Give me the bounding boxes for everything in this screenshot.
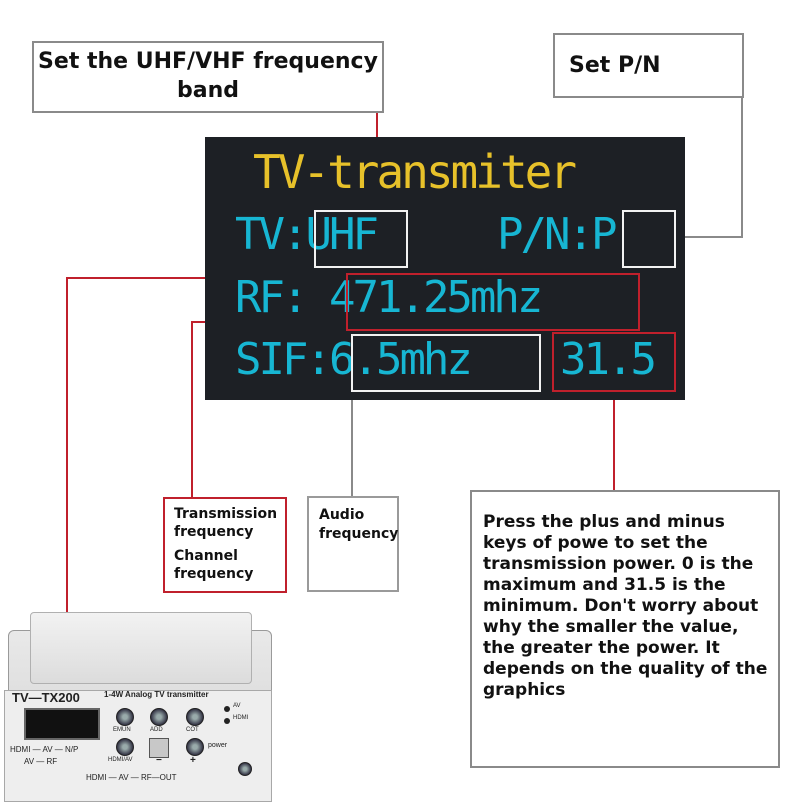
audio-connector-line xyxy=(351,390,353,496)
minus-label: − xyxy=(156,755,162,766)
device-front-line2: AV — RF xyxy=(24,757,57,766)
power-line: maximum and 31.5 is the xyxy=(483,575,768,596)
hdmi-av-button[interactable] xyxy=(116,738,134,756)
lcd-title: TV-transmiter xyxy=(253,145,574,199)
band-callout-line2: band xyxy=(34,76,382,105)
pn-callout-text: Set P/N xyxy=(569,53,661,78)
device-front-line1: HDMI — AV — N/P xyxy=(10,745,78,754)
av-indicator-label: AV xyxy=(233,703,241,709)
audio-line2: frequency xyxy=(319,525,397,544)
lcd-pn-value: P xyxy=(591,209,615,260)
add-button[interactable] xyxy=(150,708,168,726)
hdmi-indicator-led xyxy=(224,718,230,724)
power-line: depends on the quality of the xyxy=(483,659,768,680)
transmission-callout: Transmission frequency Channel frequency xyxy=(163,497,287,593)
device-subtitle: 1-4W Analog TV transmitter xyxy=(104,690,209,699)
sif-value-highlight xyxy=(351,334,541,392)
power-line: why the smaller the value, xyxy=(483,617,768,638)
pn-connector-vertical xyxy=(741,98,743,238)
lcd-pn-label: P/N: xyxy=(497,209,591,260)
pn-value-highlight xyxy=(622,210,676,268)
transmission-line1: Transmission xyxy=(174,505,285,523)
device-model-label: TV—TX200 xyxy=(12,690,80,705)
power-line: minimum. Don't worry about xyxy=(483,596,768,617)
plus-button[interactable] xyxy=(186,738,204,756)
band-callout: Set the UHF/VHF frequency band xyxy=(32,41,384,113)
cot-label: COT xyxy=(186,727,199,733)
pn-callout: Set P/N xyxy=(553,33,744,98)
pn-connector-horizontal xyxy=(676,236,743,238)
channel-line2: frequency xyxy=(174,565,285,583)
rf-out-connector xyxy=(238,762,252,776)
hdmi-av-label: HDMI/AV xyxy=(108,757,133,763)
power-connector-line xyxy=(613,392,615,490)
device-top-cover xyxy=(30,612,252,684)
plus-label: + xyxy=(190,755,196,766)
lcd-rf-label: RF: xyxy=(235,272,305,323)
hdmi-indicator-label: HDMI xyxy=(233,715,248,721)
transmitter-device: TV—TX200 1-4W Analog TV transmitter AV H… xyxy=(0,612,272,800)
emun-button[interactable] xyxy=(116,708,134,726)
transmission-line2: frequency xyxy=(174,523,285,541)
av-indicator-led xyxy=(224,706,230,712)
channel-connector-vertical xyxy=(66,277,68,632)
power-line: Press the plus and minus xyxy=(483,512,768,533)
power-line: keys of powe to set the xyxy=(483,533,768,554)
device-bottom-line: HDMI — AV — RF—OUT xyxy=(86,773,177,782)
emun-label: EMUN xyxy=(113,727,131,733)
channel-connector-horizontal xyxy=(66,277,205,279)
power-line: transmission power. 0 is the xyxy=(483,554,768,575)
power-line: the greater the power. It xyxy=(483,638,768,659)
audio-callout: Audio frequency xyxy=(307,496,399,592)
lcd-pn-row: P/N:P xyxy=(497,209,614,260)
rf-value-highlight xyxy=(346,273,640,331)
power-value-highlight xyxy=(552,332,676,392)
band-callout-line1: Set the UHF/VHF frequency xyxy=(34,47,382,76)
tv-value-highlight xyxy=(314,210,408,268)
lcd-tv-label: TV: xyxy=(235,209,305,260)
power-callout: Press the plus and minus keys of powe to… xyxy=(470,490,780,768)
device-display xyxy=(24,708,100,740)
power-line: graphics xyxy=(483,680,768,701)
lcd-sif-label: SIF: xyxy=(235,334,329,385)
cot-button[interactable] xyxy=(186,708,204,726)
audio-line1: Audio xyxy=(319,506,397,525)
add-label: ADD xyxy=(150,727,163,733)
power-key-label: power xyxy=(208,742,227,749)
rf-connector-vertical xyxy=(191,321,193,497)
channel-line1: Channel xyxy=(174,547,285,565)
